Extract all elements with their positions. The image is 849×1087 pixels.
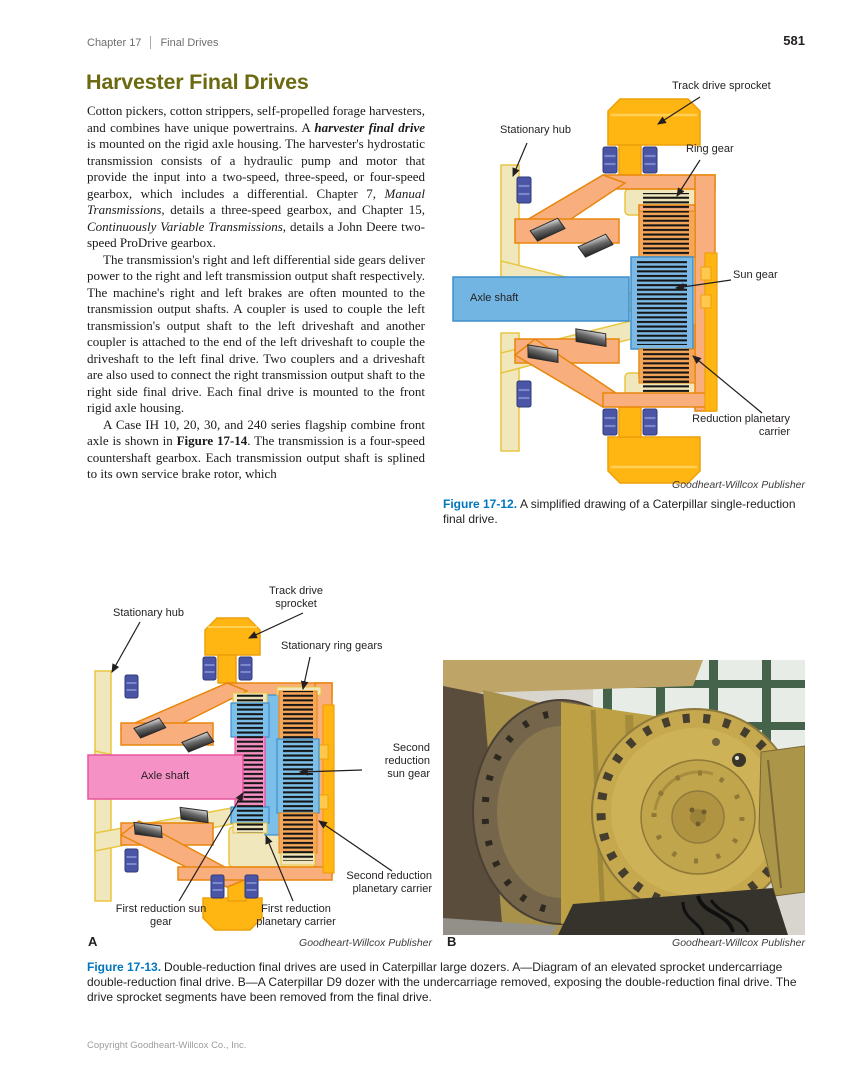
page-header: Chapter 17 Final Drives	[87, 36, 219, 49]
fig13b-photo	[443, 660, 805, 935]
fig12-diagram	[452, 96, 763, 484]
chapter-label: Chapter 17	[87, 36, 142, 49]
fig12-credit: Goodheart-Willcox Publisher	[672, 479, 805, 491]
fig12-label-ring-gear: Ring gear	[686, 143, 734, 155]
fig13a-diagram	[87, 612, 393, 931]
fig12-label-stationary-hub: Stationary hub	[500, 124, 571, 136]
fig13a-label-second-reduction-planetary-carrier: Second reduction planetary carrier	[346, 870, 432, 895]
fig12-label-reduction-planetary-carrier: Reduction planetary carrier	[692, 413, 790, 438]
copyright-line: Copyright Goodheart-Willcox Co., Inc.	[87, 1040, 247, 1051]
fig13a-label-track-drive-sprocket: Track drive sprocket	[269, 585, 323, 610]
fig13b-credit: Goodheart-Willcox Publisher	[672, 937, 805, 949]
fig13a-label-axle-shaft: Axle shaft	[140, 770, 190, 782]
fig13a-credit: Goodheart-Willcox Publisher	[299, 937, 432, 949]
fig12-label-axle-shaft: Axle shaft	[470, 292, 519, 304]
body-text: Cotton pickers, cotton strippers, self-p…	[87, 103, 426, 481]
section-label: Final Drives	[160, 36, 219, 49]
fig12-caption-text: A simplified drawing of a Caterpillar si…	[443, 497, 796, 526]
fig13a-label-first-reduction-sun-gear: First reduction sun gear	[115, 903, 207, 928]
fig12-caption: Figure 17-12.A simplified drawing of a C…	[443, 497, 807, 527]
section-heading: Harvester Final Drives	[86, 70, 309, 94]
fig13-caption-label: Figure 17-13.	[87, 960, 162, 974]
fig13a-label-stationary-hub: Stationary hub	[113, 607, 184, 619]
fig13b-letter: B	[447, 934, 457, 949]
fig13a-label-second-reduction-sun-gear: Second reduction sun gear	[384, 742, 430, 780]
fig12-caption-label: Figure 17-12.	[443, 497, 518, 511]
fig13a-label-stationary-ring-gears: Stationary ring gears	[281, 640, 383, 652]
fig12-label-sun-gear: Sun gear	[733, 269, 778, 281]
fig13a-label-first-reduction-planetary-carrier: First reduction planetary carrier	[256, 903, 336, 928]
header-separator	[150, 36, 152, 49]
fig13a-letter: A	[88, 934, 98, 949]
fig12-label-track-drive-sprocket: Track drive sprocket	[672, 80, 771, 92]
fig13-caption: Figure 17-13.Double-reduction final driv…	[87, 960, 807, 1005]
page-number: 581	[783, 33, 805, 48]
fig13-caption-text: Double-reduction final drives are used i…	[87, 960, 797, 1004]
